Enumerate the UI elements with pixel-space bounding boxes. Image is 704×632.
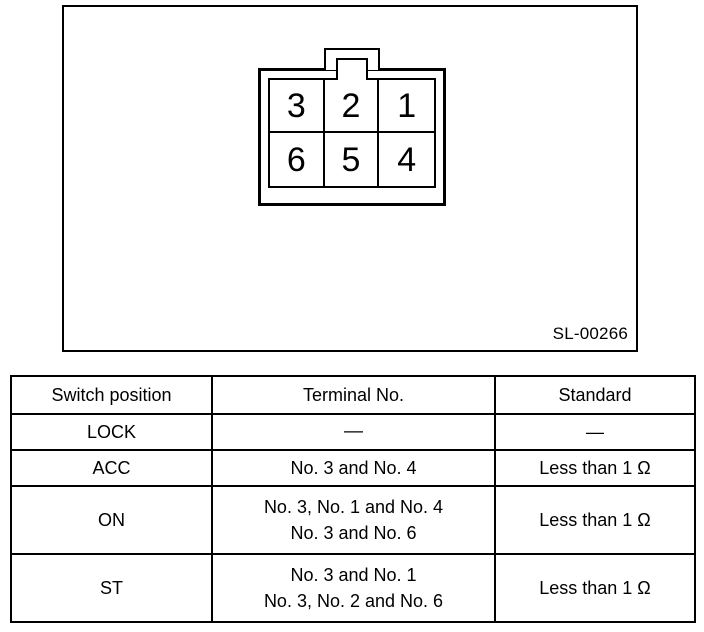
- connector-diagram: 3 2 1 6 5 4: [258, 48, 446, 206]
- header-standard: Standard: [494, 375, 696, 415]
- figure-panel: 3 2 1 6 5 4 SL-00266: [62, 5, 638, 352]
- cell-standard: Less than 1 Ω: [494, 449, 696, 487]
- header-switch-position: Switch position: [10, 375, 213, 415]
- connector-pin-5: 5: [324, 133, 380, 186]
- connector-pin-2: 2: [324, 80, 380, 133]
- cell-terminal-no: No. 3 and No. 1 No. 3, No. 2 and No. 6: [211, 553, 496, 623]
- table-row: LOCK — —: [10, 413, 696, 451]
- cell-terminal-line-1: No. 3 and No. 4: [290, 457, 417, 478]
- cell-switch-position: ON: [10, 485, 213, 555]
- header-terminal-no: Terminal No.: [211, 375, 496, 415]
- cell-switch-position: ACC: [10, 449, 213, 487]
- cell-terminal-no: —: [211, 413, 496, 451]
- cell-standard: Less than 1 Ω: [494, 553, 696, 623]
- connector-pin-6: 6: [270, 133, 325, 186]
- connector-pin-4: 4: [379, 133, 434, 186]
- connector-locking-tab-opening: [338, 76, 366, 84]
- connector-pin-grid: 3 2 1 6 5 4: [268, 78, 436, 188]
- cell-terminal-line-1: No. 3, No. 1 and No. 4: [263, 496, 444, 517]
- cell-switch-position: ST: [10, 553, 213, 623]
- cell-standard: —: [494, 413, 696, 451]
- cell-standard: Less than 1 Ω: [494, 485, 696, 555]
- cell-terminal-no: No. 3, No. 1 and No. 4 No. 3 and No. 6: [211, 485, 496, 555]
- connector-pin-3: 3: [270, 80, 325, 133]
- continuity-table: Switch position Terminal No. Standard LO…: [10, 375, 696, 623]
- cell-terminal-line-1: No. 3 and No. 1: [290, 564, 417, 585]
- table-row: ON No. 3, No. 1 and No. 4 No. 3 and No. …: [10, 485, 696, 555]
- figure-code-label: SL-00266: [552, 324, 628, 343]
- cell-switch-position: LOCK: [10, 413, 213, 451]
- cell-terminal-line-2: No. 3 and No. 6: [290, 523, 417, 543]
- table-row: ST No. 3 and No. 1 No. 3, No. 2 and No. …: [10, 553, 696, 623]
- table-row: ACC No. 3 and No. 4 Less than 1 Ω: [10, 449, 696, 487]
- connector-pin-1: 1: [379, 80, 434, 133]
- cell-terminal-line-1: —: [344, 421, 363, 443]
- table-header-row: Switch position Terminal No. Standard: [10, 375, 696, 415]
- cell-terminal-line-2: No. 3, No. 2 and No. 6: [263, 591, 444, 611]
- cell-terminal-no: No. 3 and No. 4: [211, 449, 496, 487]
